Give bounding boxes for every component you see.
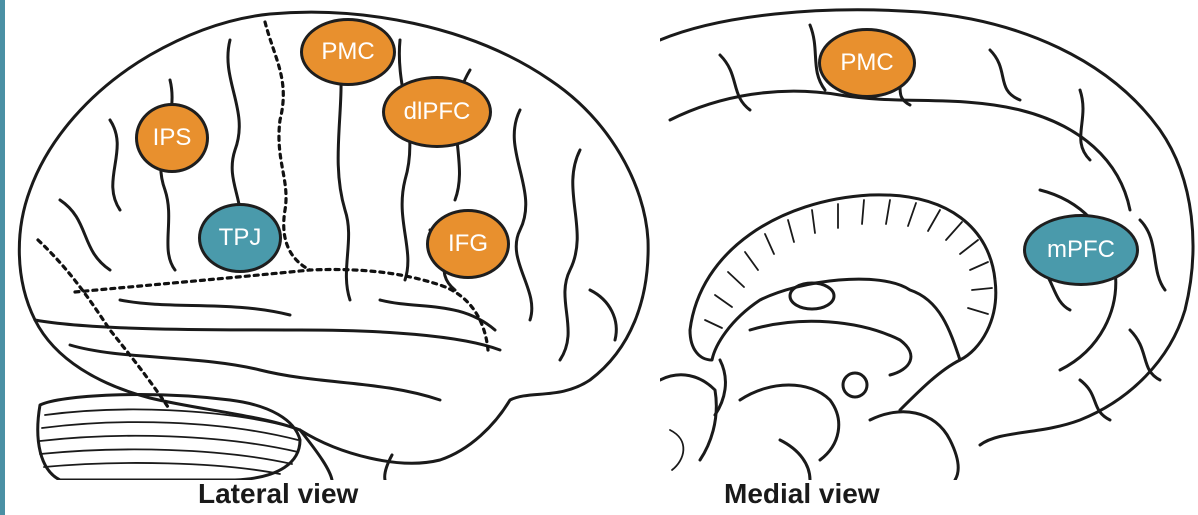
fornix [715, 360, 960, 415]
region-ips: IPS [135, 103, 209, 173]
medial-view-caption: Medial view [724, 478, 880, 510]
gyri-lines [60, 40, 616, 400]
region-pmc-lateral: PMC [300, 18, 396, 86]
region-ifg: IFG [426, 209, 510, 279]
pineal-body [843, 373, 867, 397]
region-pmc-medial: PMC [818, 28, 916, 98]
region-mpfc: mPFC [1023, 214, 1139, 286]
lateral-view-caption: Lateral view [198, 478, 358, 510]
corpus-callosum [690, 195, 996, 360]
interthalamic-adhesion [790, 283, 834, 309]
region-dlpfc: dlPFC [382, 76, 492, 148]
lateral-sulcus-boundary [75, 270, 488, 350]
region-tpj: TPJ [198, 203, 282, 273]
